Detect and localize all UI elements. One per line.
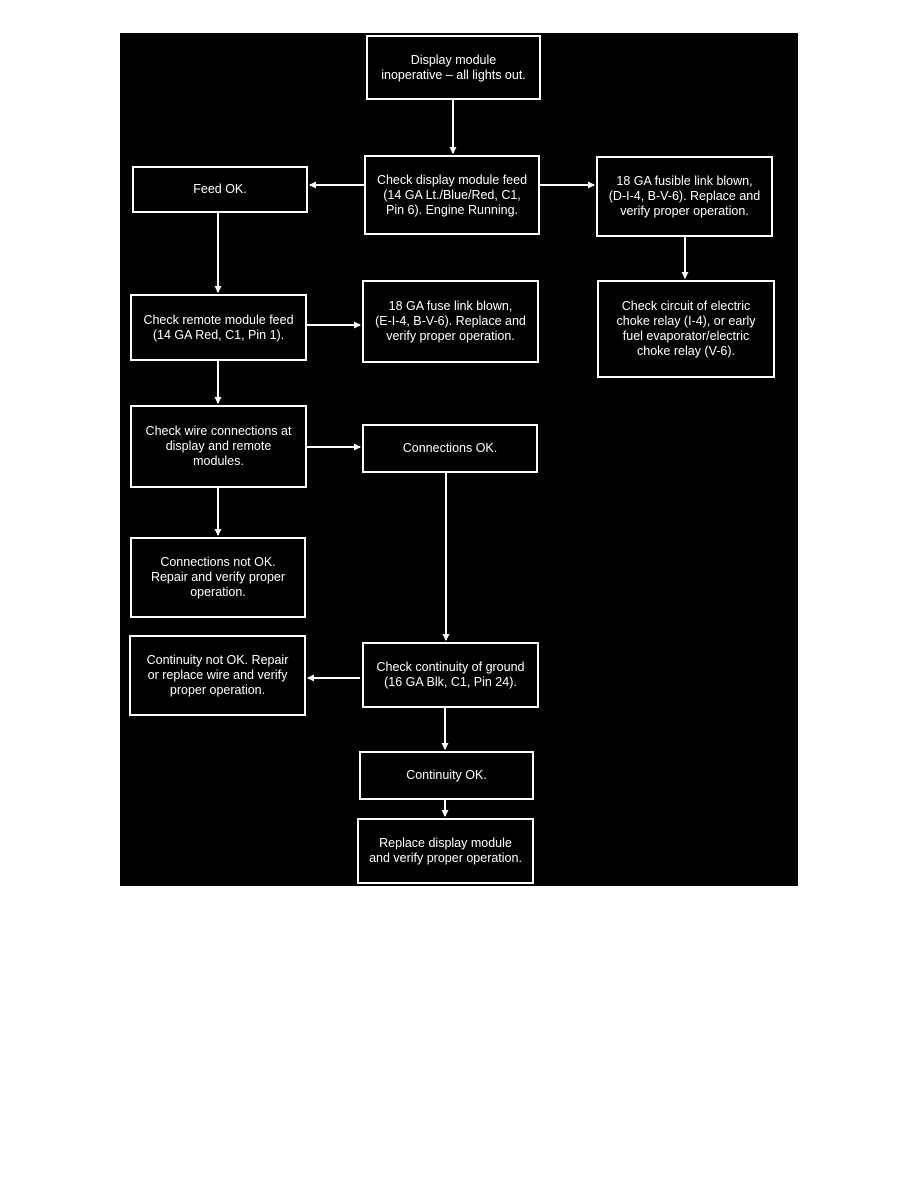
node-text-line: verify proper operation. — [620, 204, 749, 218]
node-text-line: fuel evaporator/electric — [622, 329, 750, 343]
fuse-link-blown-node: 18 GA fuse link blown,(E-I-4, B-V-6). Re… — [362, 280, 539, 363]
node-text-line: 18 GA fusible link blown, — [616, 174, 753, 188]
fusible-link-blown-node: 18 GA fusible link blown,(D-I-4, B-V-6).… — [596, 156, 773, 237]
node-text-line: Replace display module — [379, 836, 512, 850]
check-remote-feed-node: Check remote module feed(14 GA Red, C1, … — [130, 294, 307, 361]
node-text-line: Check continuity of ground — [376, 660, 525, 674]
node-text-line: (14 GA Lt./Blue/Red, C1, — [383, 187, 521, 202]
connections-ok-node: Connections OK. — [362, 424, 538, 473]
node-text-line: verify proper operation. — [386, 329, 515, 343]
node-text-line: Connections not OK. — [160, 555, 276, 569]
node-text-line: display and remote — [165, 439, 272, 453]
node-text-line: (E-I-4, B-V-6). Replace and — [375, 314, 526, 328]
node-text-line: choke relay (I-4), or early — [616, 314, 756, 328]
node-text-line: operation. — [190, 585, 246, 599]
node-text-line: Continuity not OK. Repair — [146, 653, 289, 667]
node-text-line: 18 GA fuse link blown, — [388, 299, 513, 313]
node-text-line: or replace wire and verify — [147, 668, 288, 682]
continuity-ok-node: Continuity OK. — [359, 751, 534, 800]
node-text-line: Continuity OK. — [406, 768, 487, 782]
node-text-line: (14 GA Red, C1, Pin 1). — [152, 327, 285, 342]
node-text-line: and verify proper operation. — [369, 851, 522, 865]
node-text-line: modules. — [193, 454, 244, 468]
check-display-feed-node: Check display module feed(14 GA Lt./Blue… — [364, 155, 540, 235]
node-text-line: Repair and verify proper — [150, 570, 286, 584]
node-text-line: Check wire connections at — [145, 424, 292, 438]
node-text-line: Display module — [410, 52, 497, 67]
node-text-line: Feed OK. — [193, 182, 247, 196]
check-ground-continuity-node: Check continuity of ground(16 GA Blk, C1… — [362, 642, 539, 708]
feed-ok-node: Feed OK. — [132, 166, 308, 213]
node-text-line: Check display module feed — [376, 172, 528, 187]
node-text-line: Check remote module feed — [143, 312, 294, 327]
flowchart-connectors — [214, 100, 689, 817]
node-text-line: (16 GA Blk, C1, Pin 24). — [384, 675, 517, 689]
node-text-line: choke relay (V-6). — [637, 344, 735, 358]
node-text-line: proper operation. — [169, 683, 266, 697]
node-text-line: Pin 6). Engine Running. — [385, 202, 519, 217]
node-text-line: inoperative – all lights out. — [381, 67, 526, 82]
node-text-line: (D-I-4, B-V-6). Replace and — [608, 189, 761, 203]
connections-not-ok-node: Connections not OK.Repair and verify pro… — [130, 537, 306, 618]
node-text-line: Connections OK. — [402, 441, 498, 455]
node-text-line: Check circuit of electric — [621, 299, 751, 313]
